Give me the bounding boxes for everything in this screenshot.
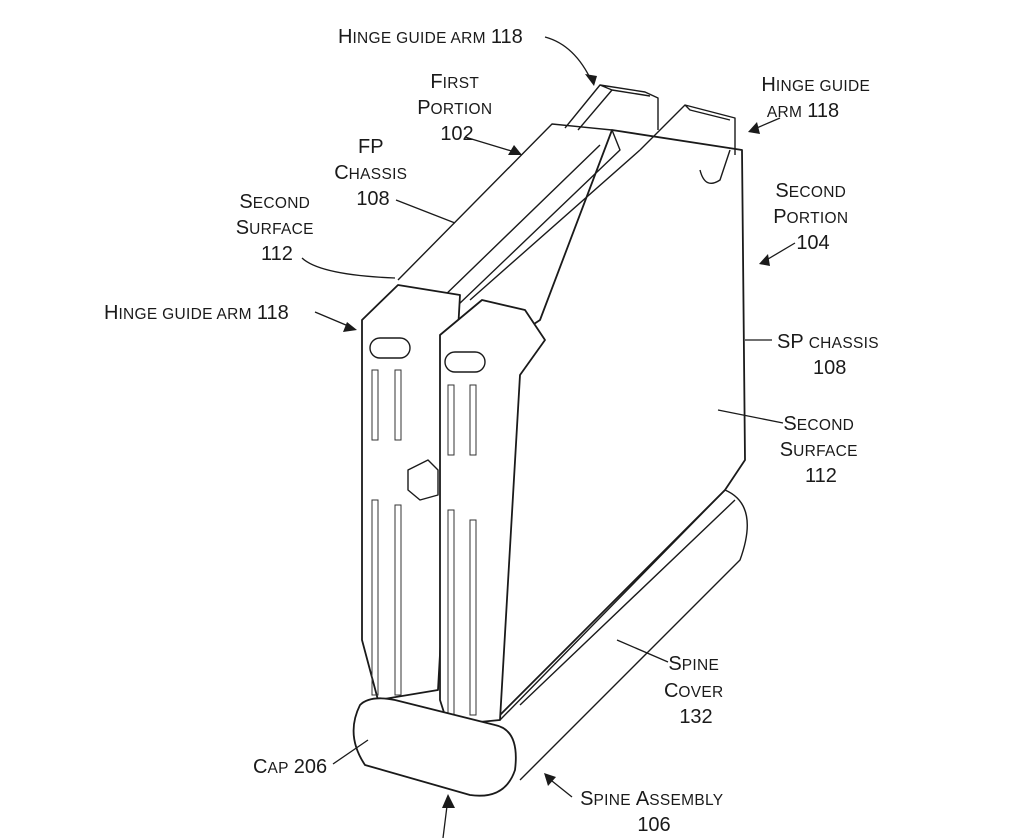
arrowhead-bottom <box>442 794 455 808</box>
first-portion-top-panel <box>397 123 621 306</box>
center-clip <box>407 459 439 501</box>
sp-rail-slots <box>447 384 477 716</box>
leader-second-surface-left <box>301 257 396 279</box>
top-hinge-arm-left <box>564 84 659 131</box>
leader-hinge-top-center <box>544 36 593 83</box>
arrowheads <box>343 74 770 808</box>
sp-hinge-slot <box>444 351 486 373</box>
fp-rail-slots <box>371 369 402 696</box>
leader-first-portion <box>464 136 519 154</box>
leader-cap <box>332 739 369 765</box>
sp-chassis-front <box>439 299 546 726</box>
arrowhead-spine-assembly <box>544 773 556 786</box>
top-divider-line <box>439 144 641 301</box>
spine-cover-body <box>499 489 748 781</box>
device-drawing <box>352 84 748 797</box>
arrowhead-hinge-top-right <box>748 122 760 134</box>
label-first-portion: FIRST PORTION 102 <box>417 71 497 145</box>
fp-hinge-slot <box>369 337 411 359</box>
leader-fp-chassis <box>395 199 456 224</box>
leader-second-surface-right <box>717 409 784 424</box>
arrowhead-hinge-top-center <box>585 74 597 86</box>
label-fp-chassis: FP CHASSIS 108 <box>334 136 412 210</box>
leader-spine-cover <box>616 639 669 663</box>
arrowhead-first-portion <box>508 145 522 155</box>
label-second-surface-right: SECOND SURFACE 112 <box>780 413 862 487</box>
arrowhead-hinge-left <box>343 322 357 332</box>
arrowhead-second-portion <box>759 254 770 266</box>
cap-body <box>352 697 517 797</box>
second-portion-side-face <box>479 129 746 721</box>
label-second-portion: SECOND PORTION 104 <box>773 180 853 254</box>
top-hinge-arm-right <box>639 104 736 184</box>
label-second-surface-left: SECOND SURFACE 112 <box>236 191 318 265</box>
label-spine-cover: SPINE COVER 132 <box>664 653 728 728</box>
